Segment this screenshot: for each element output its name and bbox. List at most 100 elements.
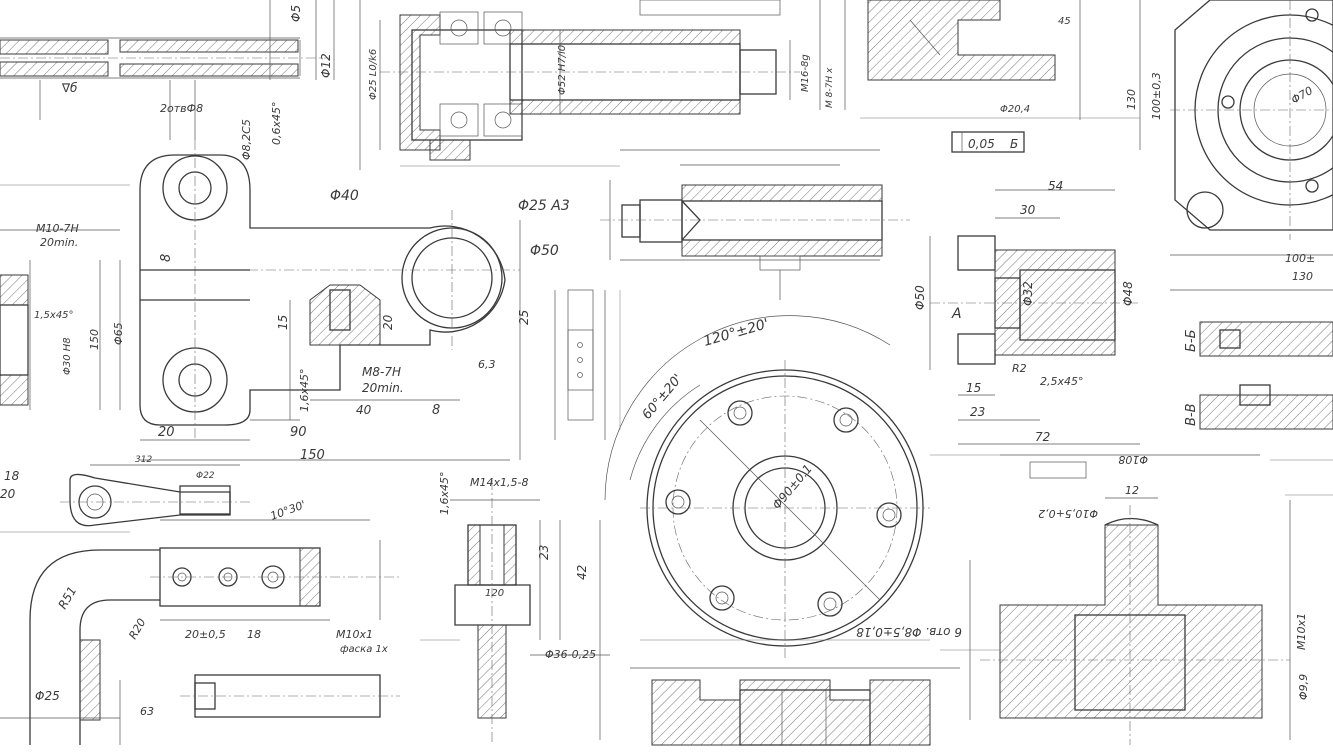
top-small-part: M 8-7H x	[639, 0, 846, 110]
label-phi-rev: Φ10,5+0,2	[1038, 507, 1098, 520]
label-link-dim: 312	[135, 455, 152, 465]
label-phi25a3: Φ25 A3	[518, 198, 570, 214]
label-15b: 15	[966, 381, 981, 395]
label-phi48: Φ48	[1121, 281, 1135, 306]
label-bearing-fit: Φ25 L0/k6	[368, 49, 379, 100]
label-sec-bb: Б-Б	[1184, 329, 1199, 352]
label-m8-depth: 20min.	[362, 381, 404, 395]
label-30b: 30	[1020, 203, 1036, 217]
top-right-bracket: 45 Φ20,4 130 100±0,3	[867, 0, 1163, 150]
label-m10: M10-7H	[36, 222, 79, 235]
flange-top-right: Φ70 100± 130	[1170, 0, 1333, 283]
cross-fitting: Φ108 12 Φ10,5+0,2 M10x1 Φ9,9	[969, 453, 1310, 745]
label-chamfer25: 2,5x45°	[1040, 375, 1084, 388]
label-bore: 2отвФ8	[160, 102, 203, 115]
label-phi50b: Φ50	[913, 285, 927, 310]
label-18-left: 18	[4, 469, 20, 483]
label-phi65: Φ65	[112, 322, 125, 345]
label-dim-thick: Φ20,4	[1000, 104, 1030, 115]
label-72: 72	[1035, 430, 1050, 444]
label-120: 120	[485, 588, 504, 599]
label-100-b: 100±	[1285, 252, 1315, 265]
label-18: 18	[247, 628, 261, 641]
stepped-shaft	[600, 149, 910, 300]
label-phi70: Φ70	[1289, 84, 1315, 107]
label-90: 90	[290, 425, 307, 440]
label-r51: R51	[55, 584, 79, 611]
label-m10-fine-note: фаска 1x	[340, 644, 388, 655]
label-tol005: 0,05	[968, 137, 995, 151]
label-40: 40	[356, 403, 372, 417]
label-100: 100±0,3	[1150, 72, 1163, 120]
label-a: A	[951, 306, 962, 322]
label-130-b: 130	[1292, 270, 1313, 283]
label-m16: M16-8g	[800, 54, 811, 92]
label-63: 63	[140, 705, 154, 718]
label-20-left: 20	[0, 487, 16, 501]
small-link: 312 Φ22 20 18	[0, 455, 250, 527]
label-20x05: 20±0,5	[185, 628, 226, 641]
label-10-30: 10°30'	[269, 498, 308, 523]
label-phi-right: Φ9,9	[1297, 674, 1310, 700]
label-23: 23	[970, 405, 985, 419]
label-25: 25	[517, 310, 531, 325]
label-20b: 20	[158, 425, 175, 440]
label-m8: M8-7H	[362, 365, 401, 379]
bearing-assembly: Φ25 L0/k6 Φ52 H7/l0 M16-8g	[359, 0, 811, 170]
top-left-shaft: Φ5 Φ12 2отвФ8 Φ8,2С5 0,6x45° ∇б	[0, 0, 335, 160]
label-chamfer15: 1,5x45°	[34, 310, 74, 321]
label-phi12: Φ5	[289, 5, 303, 22]
label-r-small: R20	[126, 616, 148, 641]
label-angle120: 120°±20'	[702, 316, 771, 350]
label-15: 15	[276, 315, 290, 330]
label-d: ∇б	[61, 81, 78, 95]
label-link-dim2: Φ22	[196, 471, 215, 481]
label-150: 150	[300, 448, 325, 463]
center-strip	[554, 289, 606, 440]
label-150-left: 150	[88, 329, 101, 350]
label-phi32: Φ32	[1021, 281, 1035, 306]
label-chamfer-nipple: 1,6x45°	[438, 471, 451, 515]
label-phi108: Φ108	[1118, 453, 1148, 466]
label-phi12-b: Φ12	[319, 53, 333, 78]
label-8b: 8	[432, 403, 440, 418]
label-23b: 23	[537, 545, 551, 560]
left-edge-part: M10-7H 20min. 1,5x45° 150 Φ65 Φ30 H8	[0, 222, 125, 410]
label-20: 20	[381, 314, 395, 330]
label-m10-fine: M10x1	[336, 628, 373, 641]
lever-arm: Φ40 Φ25 A3 Φ50 8 15 20 25 M8-7H 20min. 4…	[139, 140, 570, 463]
label-chamfer16: 1,6x45°	[298, 368, 311, 412]
label-angle60: 60°±20'	[640, 372, 686, 423]
label-sec-vv: В-В	[1184, 403, 1199, 426]
section-views: Б-Б В-В	[1170, 289, 1333, 430]
label-42: 42	[575, 565, 589, 580]
label-chamfer-a: Φ8,2С5	[240, 119, 253, 160]
label-m14: M14x1,5-8	[470, 476, 528, 489]
elbow-pipe: R51 20±0,5 18 M10x1 фаска 1x 10°30' Φ25 …	[0, 498, 400, 745]
leader-lines	[0, 117, 1333, 651]
flanged-bushing: 0,05 Б 54 30 Φ50 Φ32 Φ48 A 15 23 72 2,5x…	[913, 131, 1140, 445]
center-flange: 120°±20' 60°±20' Φ90±0.1 6 отв. Φ8,5±0,1…	[604, 315, 962, 660]
label-dim-45: 45	[1058, 16, 1071, 27]
label-phi25: Φ25	[35, 689, 60, 703]
nipple-fitting: M14x1,5-8 42 23 Φ36-0,25 120 1,6x45°	[438, 471, 610, 745]
label-phi40: Φ40	[330, 188, 359, 204]
label-8a: 8	[159, 254, 174, 262]
label-chamfer-b: 0,6x45°	[270, 101, 283, 145]
label-m10-depth: 20min.	[40, 236, 78, 249]
label-130: 130	[1125, 89, 1138, 110]
hex-nut-section	[630, 667, 960, 746]
label-phi-small: Φ30 H8	[62, 337, 73, 375]
label-12: 12	[1125, 484, 1139, 497]
label-54: 54	[1048, 179, 1063, 193]
label-phi36: Φ36-0,25	[545, 648, 596, 661]
label-r2: R2	[1012, 362, 1027, 375]
label-tolb: Б	[1010, 137, 1018, 151]
label-bolt-circle: 6 отв. Φ8,5±0,18	[856, 625, 962, 639]
label-small-note: M 8-7H x	[825, 67, 835, 108]
label-m10-right: M10x1	[1295, 613, 1308, 650]
label-shaft-fit: Φ52 H7/l0	[557, 45, 568, 95]
label-small-ra: 6,3	[478, 358, 496, 371]
